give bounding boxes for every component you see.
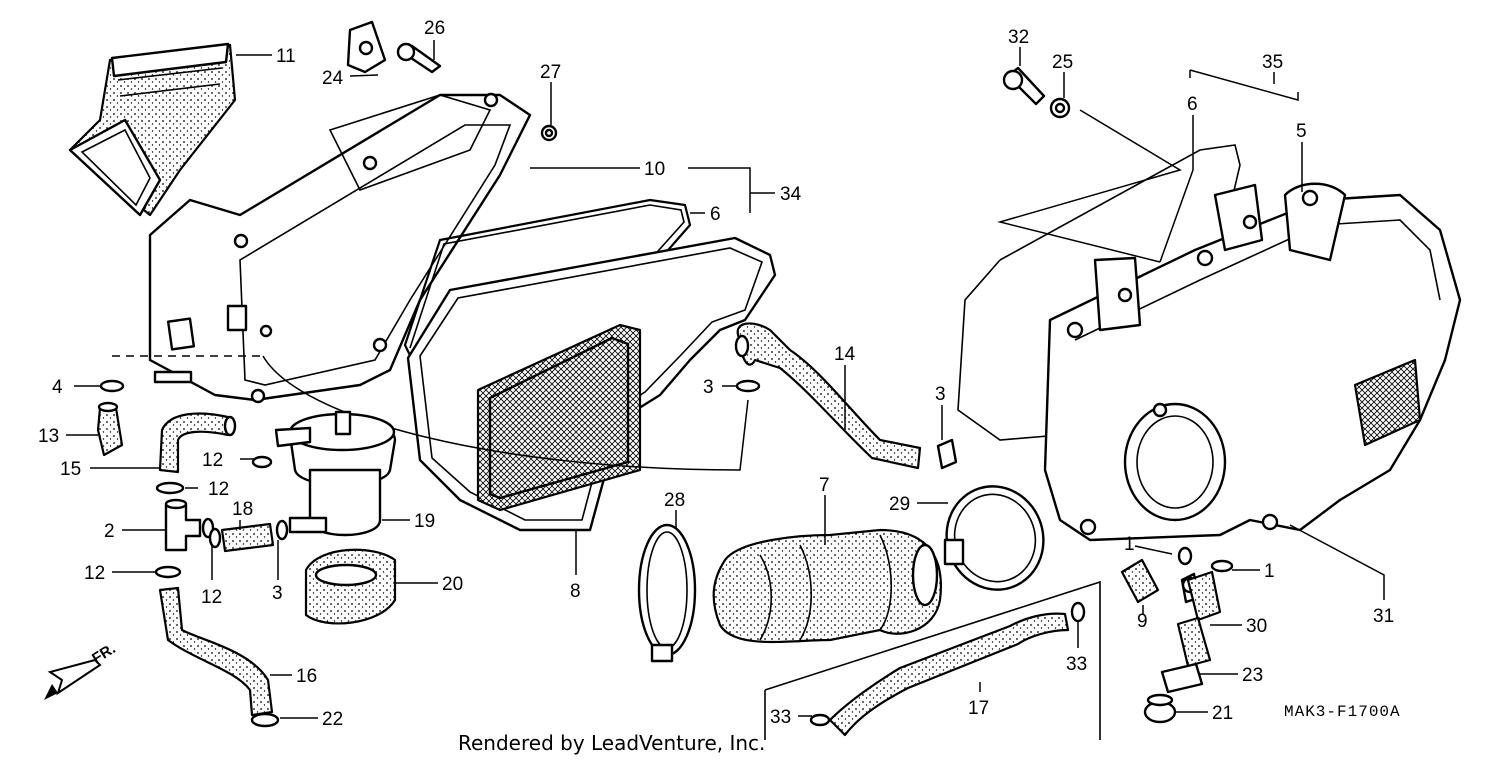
callout-12-b: 12 — [208, 479, 229, 500]
callout-9: 9 — [1137, 611, 1148, 632]
cover-hardware — [346, 20, 558, 142]
callout-14: 14 — [834, 344, 856, 365]
callout-24: 24 — [322, 68, 344, 89]
callout-12-a: 12 — [202, 450, 223, 471]
callout-12-c: 12 — [84, 563, 105, 584]
callout-19: 19 — [414, 511, 435, 532]
callout-1-a: 1 — [1124, 534, 1135, 555]
band-28 — [637, 523, 697, 663]
callout-7: 7 — [819, 475, 830, 496]
callout-16: 16 — [296, 666, 317, 687]
drawing-code: MAK3-F1700A — [1284, 703, 1401, 721]
vacuum-valve-19 — [274, 410, 397, 537]
hose-18 — [220, 522, 275, 553]
callout-3-b: 3 — [703, 377, 714, 398]
callout-10: 10 — [644, 159, 665, 180]
callout-21: 21 — [1212, 703, 1233, 724]
drain-parts-right — [1120, 546, 1234, 724]
callout-4: 4 — [52, 377, 63, 398]
callout-31: 31 — [1373, 606, 1394, 627]
footer-credit: Rendered by LeadVenture, Inc. — [458, 731, 765, 755]
callout-18: 18 — [232, 499, 253, 520]
callout-33-b: 33 — [770, 707, 791, 728]
rubber-mount-20 — [304, 548, 397, 625]
drain-plug-13 — [96, 401, 124, 457]
small-clips-left — [154, 455, 289, 728]
callout-1-b: 1 — [1264, 561, 1275, 582]
callout-8: 8 — [570, 581, 581, 602]
callout-6-right: 6 — [1187, 94, 1198, 115]
case-cover — [112, 92, 532, 404]
callout-3-c: 3 — [935, 384, 946, 405]
callout-5: 5 — [1296, 121, 1307, 142]
hose-16 — [158, 586, 274, 717]
callout-22: 22 — [322, 709, 343, 730]
callout-3-a: 3 — [272, 583, 283, 604]
hose-14 — [734, 322, 958, 470]
callout-12-d: 12 — [201, 587, 222, 608]
callout-27: 27 — [540, 62, 561, 83]
callout-26: 26 — [424, 18, 445, 39]
leader-lines — [66, 40, 1385, 719]
callout-25: 25 — [1052, 52, 1073, 73]
callout-29: 29 — [889, 494, 910, 515]
callout-30: 30 — [1246, 616, 1267, 637]
callout-33-a: 33 — [1066, 654, 1087, 675]
connecting-tube-7 — [712, 528, 942, 644]
callout-34: 34 — [780, 184, 802, 205]
callout-20: 20 — [442, 574, 463, 595]
hose-15 — [158, 412, 237, 474]
air-filter-element — [262, 236, 777, 532]
air-intake-duct — [68, 42, 237, 217]
callout-2: 2 — [104, 521, 115, 542]
callout-28: 28 — [664, 490, 685, 511]
callout-15: 15 — [60, 459, 81, 480]
callout-17: 17 — [968, 698, 989, 719]
front-direction-arrow: FR. — [44, 640, 119, 700]
callout-11: 11 — [276, 46, 296, 67]
clip-4 — [99, 379, 125, 393]
callout-numbers: 11 26 24 27 10 34 6 4 13 15 12 12 2 18 1… — [38, 18, 1394, 730]
band-29 — [943, 485, 1045, 591]
hose-17 — [764, 580, 1101, 740]
callout-32: 32 — [1008, 27, 1029, 48]
callout-35: 35 — [1262, 52, 1283, 73]
callout-13: 13 — [38, 426, 59, 447]
callout-23: 23 — [1242, 665, 1263, 686]
joint-2 — [164, 498, 215, 552]
air-cleaner-case — [1043, 182, 1462, 542]
callout-6-left: 6 — [710, 204, 721, 225]
